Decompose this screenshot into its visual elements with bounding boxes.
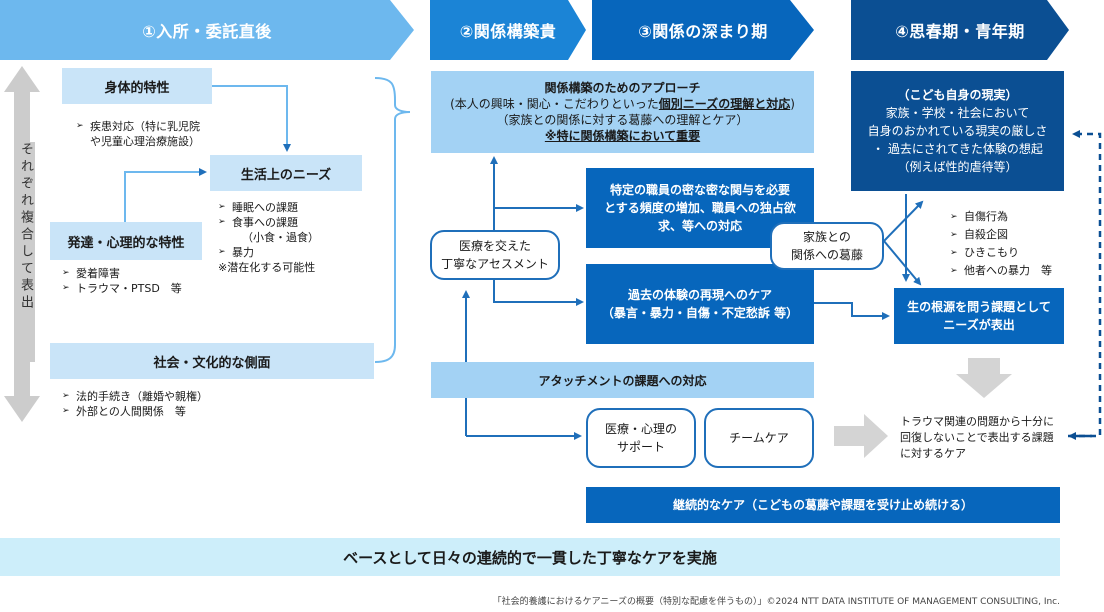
medical-support-line-1: 医療・心理の — [604, 422, 677, 436]
reality-line-2: 家族・学校・社会において — [885, 106, 1030, 120]
root-issue-line-1: 生の根源を問う課題として — [907, 300, 1051, 314]
developmental-traits-list: 愛着障害 トラウマ・PTSD 等 — [62, 266, 182, 296]
attention-line-1: 特定の職員の密な密な関与を必要 — [609, 183, 790, 197]
list-item: 疾患対応（特に乳児院 — [76, 119, 200, 134]
list-item: 暴力 — [218, 245, 319, 260]
list-item: 法的手続き（離婚や親権） — [62, 389, 208, 404]
medical-support-box: 医療・心理の サポート — [586, 408, 696, 468]
trauma-line-3: に対するケア — [900, 447, 966, 460]
attention-line-3: 求、等への対応 — [657, 219, 742, 233]
phase-4-chevron: ④思春期・青年期 — [851, 0, 1069, 60]
approach-line-2a: (本人の興味・関心・こだわりといった — [450, 97, 659, 111]
phase-1-label: ①入所・委託直後 — [142, 22, 272, 41]
down-block-arrow — [956, 358, 1012, 398]
footer-credit: 「社会的養護におけるケアニーズの概要（特別な配慮を伴うもの）」©2024 NTT… — [492, 597, 1060, 607]
approach-line-3: （家族との関係に対する葛藤への理解とケア） — [496, 113, 749, 127]
living-needs-title: 生活上のニーズ — [240, 167, 332, 183]
root-issue-box: 生の根源を問う課題として ニーズが表出 — [894, 288, 1064, 344]
attachment-box: アタッチメントの課題への対応 — [431, 362, 814, 398]
base-care-band: ベースとして日々の連続的で一貫した丁寧なケアを実施 — [0, 538, 1060, 576]
developmental-traits-box: 発達・心理的な特性 — [50, 222, 202, 260]
family-conflict-line-1: 家族との — [803, 230, 851, 244]
approach-box: 関係構築のためのアプローチ (本人の興味・関心・こだわりといった個別ニーズの理解… — [431, 71, 814, 153]
attention-line-2: とする頻度の増加、職員への独占欲 — [604, 201, 796, 215]
continuous-care-label: 継続的なケア（こどもの葛藤や課題を受け止め続ける） — [672, 498, 973, 512]
phase-4-label: ④思春期・青年期 — [895, 22, 1025, 41]
reenactment-care-box: 過去の体験の再現へのケア （暴言・暴力・自傷・不定愁訴 等） — [586, 264, 814, 344]
medical-support-line-2: サポート — [616, 440, 665, 454]
living-needs-box: 生活上のニーズ — [210, 155, 362, 191]
developmental-traits-title: 発達・心理的な特性 — [67, 235, 185, 251]
reenactment-line-1: 過去の体験の再現へのケア — [627, 288, 772, 302]
trauma-line-2: 回復しないことで表出する課題 — [900, 431, 1054, 444]
list-item: 睡眠への課題 — [218, 200, 319, 215]
phase-3-label: ③関係の深まり期 — [638, 22, 768, 41]
approach-line-2: (本人の興味・関心・こだわりといった個別ニーズの理解と対応) — [450, 96, 795, 112]
family-conflict-line-2: 関係への葛藤 — [790, 248, 863, 262]
reenactment-line-2: （暴言・暴力・自傷・不定愁訴 等） — [601, 306, 799, 320]
list-item: ※潜在化する可能性 — [218, 261, 316, 274]
reality-line-5: （例えば性的虐待等） — [897, 160, 1018, 174]
list-item: 食事への課題 — [218, 215, 319, 230]
physical-traits-list: 疾患対応（特に乳児院 や児童心理治療施設） — [76, 119, 200, 149]
list-item: （小食・過食） — [242, 231, 319, 244]
child-reality-box: （こども自身の現実） 家族・学校・社会において 自身のおかれている現実の厳しさ … — [851, 71, 1064, 191]
reality-line-3: 自身のおかれている現実の厳しさ — [867, 124, 1048, 138]
list-item: ひきこもり — [950, 244, 1052, 262]
phase-2-label: ②関係構築貴 — [459, 22, 557, 41]
continuous-care-box: 継続的なケア（こどもの葛藤や課題を受け止め続ける） — [586, 487, 1060, 523]
list-item: 外部との人間関係 等 — [62, 404, 208, 419]
living-needs-list: 睡眠への課題 食事への課題 （小食・過食） 暴力 ※潜在化する可能性 — [218, 200, 319, 275]
phase-2-chevron: ②関係構築貴 — [430, 0, 586, 60]
list-item: 愛着障害 — [62, 266, 182, 281]
reality-title: （こども自身の現実） — [897, 88, 1018, 102]
list-item: トラウマ・PTSD 等 — [62, 281, 182, 296]
phase-1-chevron: ①入所・委託直後 — [0, 0, 414, 60]
individual-needs-text: 個別ニーズの理解と対応 — [658, 97, 791, 111]
list-item: や児童心理治療施設） — [90, 135, 200, 148]
social-cultural-title: 社会・文化的な側面 — [153, 355, 271, 371]
physical-traits-title: 身体的特性 — [104, 80, 170, 96]
trauma-care-text: トラウマ関連の問題から十分に 回復しないことで表出する課題 に対するケア — [900, 414, 1070, 462]
right-block-arrow — [834, 414, 888, 458]
reality-line-4: ・ 過去にされてきた体験の想起 — [872, 142, 1043, 156]
approach-note: ※特に関係構築において重要 — [544, 129, 701, 143]
trauma-line-1: トラウマ関連の問題から十分に — [900, 415, 1054, 428]
physical-traits-box: 身体的特性 — [62, 68, 212, 104]
base-care-label: ベースとして日々の連続的で一貫した丁寧なケアを実施 — [343, 548, 717, 567]
assessment-box: 医療を交えた 丁寧なアセスメント — [430, 230, 560, 280]
team-care-box: チームケア — [704, 408, 814, 468]
list-item: 自殺企図 — [950, 226, 1052, 244]
team-care-label: チームケア — [729, 431, 789, 445]
root-issue-line-2: ニーズが表出 — [943, 318, 1015, 332]
side-label: それぞれ複合して表出 — [16, 142, 35, 362]
behaviors-list: 自傷行為 自殺企図 ひきこもり 他者への暴力 等 — [950, 208, 1052, 280]
social-cultural-list: 法的手続き（離婚や親権） 外部との人間関係 等 — [62, 389, 208, 419]
family-conflict-box: 家族との 関係への葛藤 — [770, 222, 884, 270]
approach-title: 関係構築のためのアプローチ — [544, 81, 701, 95]
assessment-line-2: 丁寧なアセスメント — [441, 257, 549, 271]
attachment-label: アタッチメントの課題への対応 — [538, 373, 707, 388]
list-item: 他者への暴力 等 — [950, 262, 1052, 280]
list-item: 自傷行為 — [950, 208, 1052, 226]
social-cultural-box: 社会・文化的な側面 — [50, 343, 374, 379]
approach-line-2c: ) — [790, 97, 795, 111]
assessment-line-1: 医療を交えた — [458, 239, 531, 253]
phase-3-chevron: ③関係の深まり期 — [592, 0, 814, 60]
